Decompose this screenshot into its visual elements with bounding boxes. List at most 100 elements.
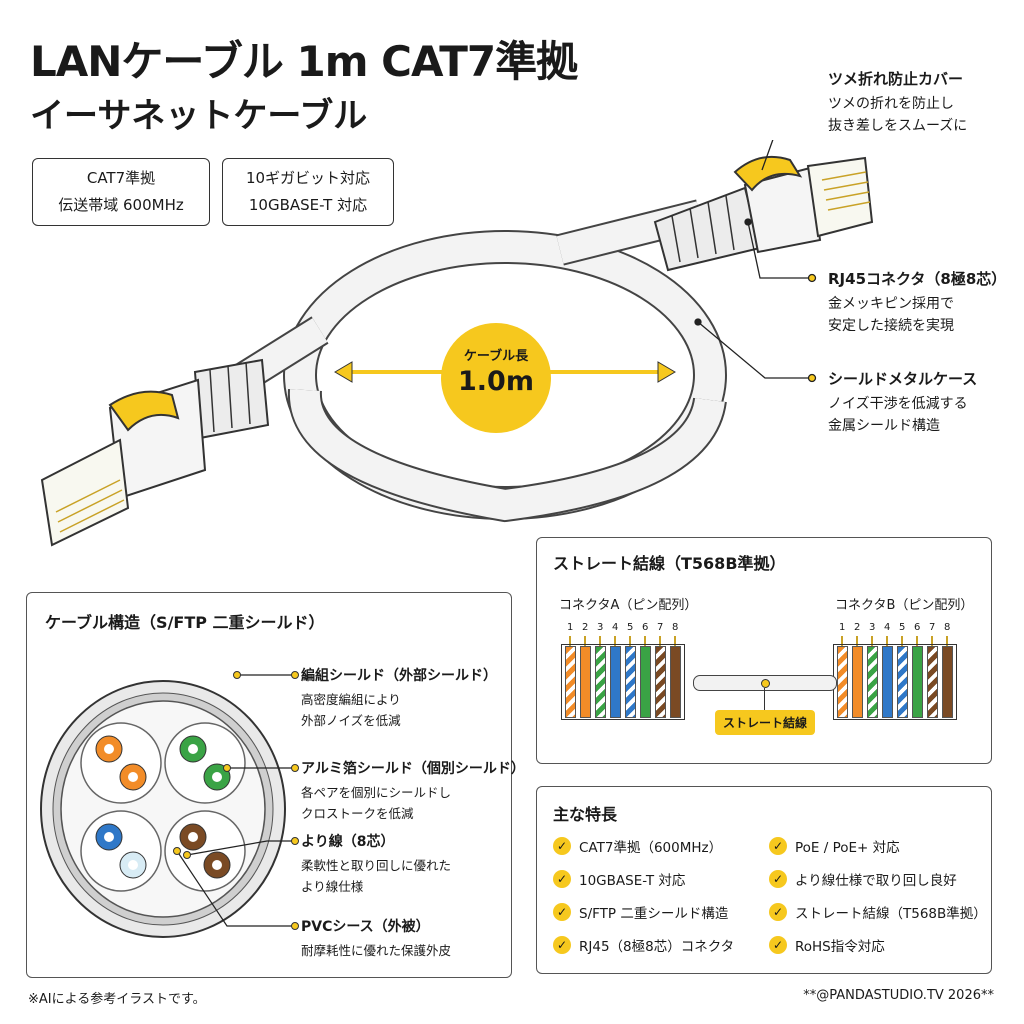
- spec-box-cat7: CAT7準拠 伝送帯域 600MHz: [32, 158, 210, 226]
- pin-wire: [912, 646, 923, 718]
- callout-desc: 金メッキピン採用で: [828, 296, 954, 312]
- product-subtitle: イーサネットケーブル: [30, 96, 368, 136]
- length-badge-value: 1.0m: [458, 366, 534, 397]
- feature-label: ストレート結線（T568B準拠）: [795, 906, 987, 922]
- structure-item-desc: 耐摩耗性に優れた保護外皮: [301, 943, 452, 958]
- structure-item-desc: クロストークを低減: [301, 806, 414, 821]
- pin-contact: [856, 636, 858, 646]
- pin-contact: [886, 636, 888, 646]
- feature-item: ✓より線仕様で取り回し良好: [769, 868, 987, 890]
- check-icon: ✓: [553, 870, 571, 888]
- features-right-list: ✓PoE / PoE+ 対応✓より線仕様で取り回し良好✓ストレート結線（T568…: [769, 835, 987, 967]
- pin-wire: [942, 646, 953, 718]
- features-title: 主な特長: [553, 805, 618, 824]
- callout-title: シールドメタルケース: [828, 370, 978, 388]
- structure-item-braid: 編組シールド（外部シールド） 高密度編組により 外部ノイズを低減: [301, 665, 497, 731]
- callout-title: RJ45コネクタ（8極8芯）: [828, 270, 1007, 288]
- pin-contact: [584, 636, 586, 646]
- feature-item: ✓ 10GBASE-T 対応: [553, 868, 734, 890]
- callout-desc: ツメの折れを防止し: [828, 96, 954, 112]
- callout-tab-guard: ツメ折れ防止カバー ツメの折れを防止し 抜き差しをスムーズに: [828, 68, 967, 137]
- connector-b-label: コネクタB（ピン配列）: [835, 598, 974, 613]
- connector-a-label: コネクタA（ピン配列）: [559, 598, 698, 613]
- structure-item-title: アルミ箔シールド（個別シールド）: [301, 761, 525, 777]
- pin-wire: [882, 646, 893, 718]
- structure-panel: ケーブル構造（S/FTP 二重シールド）: [26, 592, 525, 978]
- feature-item: ✓PoE / PoE+ 対応: [769, 835, 987, 857]
- pin-contact: [569, 636, 571, 646]
- structure-item-title: PVCシース（外被）: [301, 919, 430, 935]
- wiring-panel: ストレート結線（T568B準拠） コネクタA（ピン配列） コネクタB（ピン配列）…: [536, 537, 992, 764]
- callout-shield-case: シールドメタルケース ノイズ干渉を低減する 金属シールド構造: [828, 368, 977, 437]
- feature-label: 10GBASE-T 対応: [579, 873, 686, 889]
- callout-desc: ノイズ干渉を低減する: [828, 396, 968, 412]
- footer-note: ※AIによる参考イラストです。: [28, 992, 206, 1007]
- pin-wire: [640, 646, 651, 718]
- pin-wire: [867, 646, 878, 718]
- check-icon: ✓: [769, 936, 787, 954]
- pin-contact: [841, 636, 843, 646]
- pin-contact: [946, 636, 948, 646]
- spec-box-line: 10ギガビット対応: [245, 169, 371, 187]
- spec-box-line: 10GBASE-T 対応: [248, 196, 368, 214]
- pin-number: 2: [582, 622, 589, 633]
- structure-leaders: [173, 671, 299, 930]
- structure-item-sheath: PVCシース（外被） 耐摩耗性に優れた保護外皮: [301, 916, 451, 961]
- callout-desc: 抜き差しをスムーズに: [828, 118, 968, 134]
- pin-number: 3: [597, 622, 604, 633]
- rj45-connector-left: [40, 358, 270, 547]
- pin-number: 4: [612, 622, 619, 633]
- pin-number: 6: [914, 622, 921, 633]
- pin-number: 2: [854, 622, 861, 633]
- pin-contact: [614, 636, 616, 646]
- straight-badge: ストレート結線: [715, 710, 816, 735]
- callout-desc: 金属シールド構造: [828, 418, 940, 434]
- structure-item-title: より線（8芯）: [301, 834, 395, 850]
- connector-outline: [833, 644, 957, 720]
- structure-item-foil: アルミ箔シールド（個別シールド） 各ペアを個別にシールドし クロストークを低減: [301, 758, 525, 824]
- cable-marker-line: [764, 688, 765, 710]
- structure-item-desc: 各ペアを個別にシールドし: [301, 785, 452, 800]
- pin-number: 7: [929, 622, 936, 633]
- spec-box-10g: 10ギガビット対応 10GBASE-T 対応: [222, 158, 394, 226]
- pin-wire: [610, 646, 621, 718]
- pin-number: 1: [567, 622, 574, 633]
- check-icon: ✓: [553, 837, 571, 855]
- feature-label: PoE / PoE+ 対応: [795, 840, 900, 856]
- pin-contact: [931, 636, 933, 646]
- structure-item-strands: より線（8芯） 柔軟性と取り回しに優れた より線仕様: [301, 831, 451, 897]
- pin-number: 5: [627, 622, 634, 633]
- pin-number: 3: [869, 622, 876, 633]
- structure-title: ケーブル構造（S/FTP 二重シールド）: [45, 613, 325, 632]
- pin-contact: [901, 636, 903, 646]
- feature-item: ✓ S/FTP 二重シールド構造: [553, 901, 734, 923]
- cable-illustration: [40, 140, 874, 547]
- pin-contact: [644, 636, 646, 646]
- pin-number: 6: [642, 622, 649, 633]
- length-badge-label: ケーブル長: [463, 349, 529, 364]
- structure-item-desc: 外部ノイズを低減: [301, 713, 401, 728]
- pin-wire: [580, 646, 591, 718]
- pin-contact: [871, 636, 873, 646]
- callout-leaders: [694, 140, 817, 383]
- footer-credit: **@PANDASTUDIO.TV 2026**: [803, 988, 994, 1003]
- feature-item: ✓RJ45（8極8芯）コネクタ: [553, 934, 734, 956]
- cable-cross-section: [40, 680, 286, 938]
- feature-label: S/FTP 二重シールド構造: [579, 906, 729, 922]
- pair-blue: [80, 810, 162, 892]
- check-icon: ✓: [553, 903, 571, 921]
- features-left-list: ✓CAT7準拠（600MHz）✓10GBASE-T 対応✓S/FTP 二重シール…: [553, 835, 734, 967]
- pin-number: 4: [884, 622, 891, 633]
- pin-wire: [927, 646, 938, 718]
- check-icon: ✓: [769, 870, 787, 888]
- pin-number: 5: [899, 622, 906, 633]
- feature-label: RJ45（8極8芯）コネクタ: [579, 939, 735, 955]
- cable-marker-dot: [761, 679, 770, 688]
- pin-wire: [670, 646, 681, 718]
- feature-item: ✓ストレート結線（T568B準拠）: [769, 901, 987, 923]
- pin-number: 7: [657, 622, 664, 633]
- pair-green: [164, 722, 246, 804]
- pin-wire: [565, 646, 576, 718]
- structure-item-desc: 高密度編組により: [301, 692, 401, 707]
